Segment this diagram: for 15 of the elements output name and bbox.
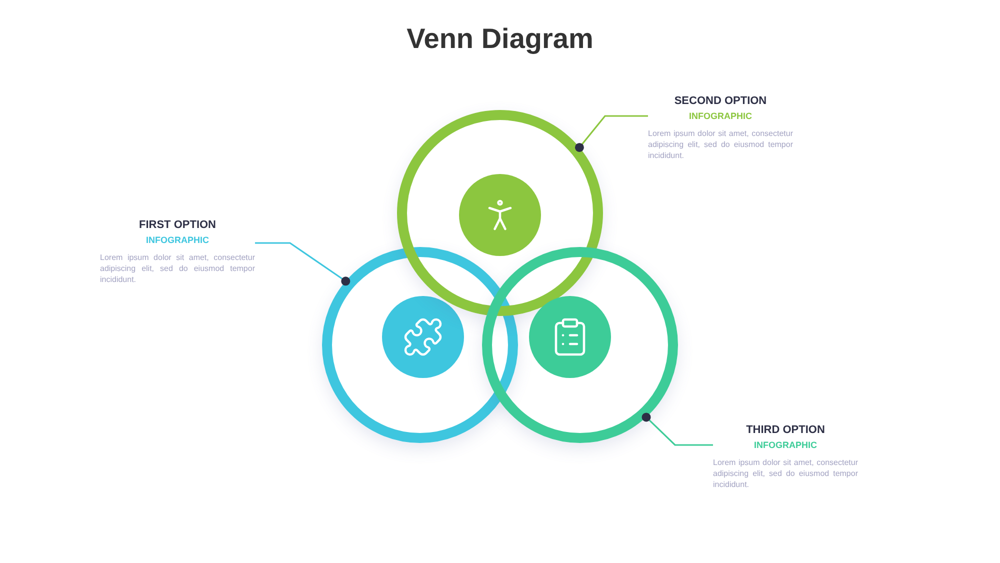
option-title: SECOND OPTION (674, 94, 767, 108)
option-title: FIRST OPTION (139, 218, 216, 232)
diagram-title: Venn Diagram (406, 22, 594, 56)
leader-line (574, 115, 648, 152)
leader-line (642, 412, 713, 446)
option-description: Lorem ipsum dolor sit amet, consectetur adipiscing elit, sed do eiusmod tempor incididunt. (648, 128, 793, 161)
option-title: THIRD OPTION (746, 423, 825, 437)
option-subtitle: INFOGRAPHIC (689, 110, 752, 123)
venn-circle-ring (482, 247, 678, 443)
option-subtitle: INFOGRAPHIC (754, 439, 817, 452)
option-description: Lorem ipsum dolor sit amet, consectetur adipiscing elit, sed do eiusmod tempor incididunt. (713, 457, 858, 490)
venn-circle-ring (322, 247, 518, 443)
option-description: Lorem ipsum dolor sit amet, consectetur adipiscing elit, sed do eiusmod tempor incididunt. (100, 252, 255, 285)
option-subtitle: INFOGRAPHIC (146, 234, 209, 247)
leader-line (255, 242, 350, 286)
